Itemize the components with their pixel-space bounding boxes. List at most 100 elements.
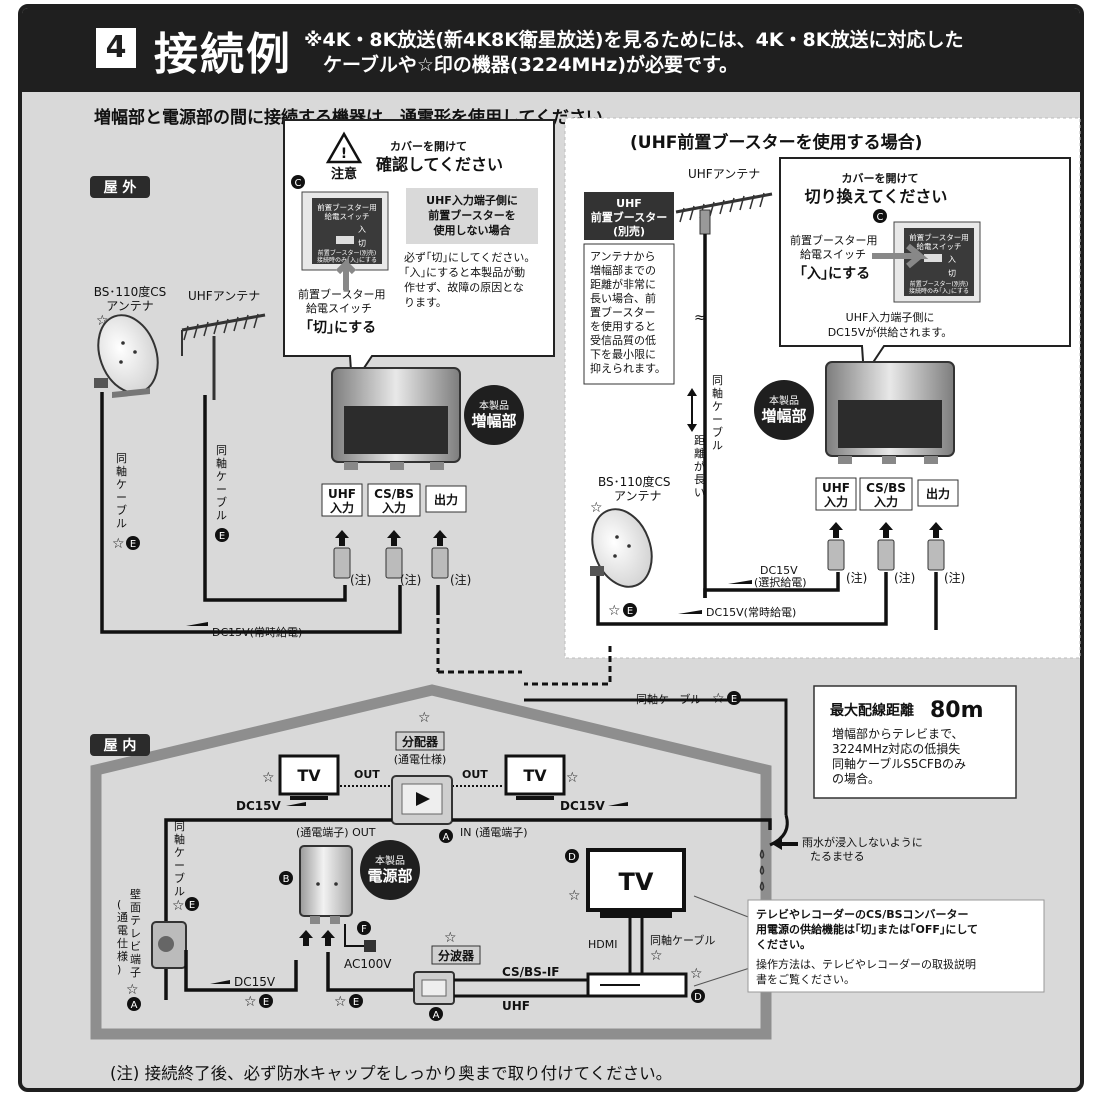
svg-text:テレビやレコーダーのCS/BSコンバーター: テレビやレコーダーのCS/BSコンバーター (756, 907, 969, 921)
circle-c-marker: C (291, 175, 305, 189)
power-plug-icon (344, 924, 376, 952)
amplifier-unit-right (825, 361, 955, 464)
svg-text:80m: 80m (930, 698, 984, 723)
circle-d-marker: D (565, 849, 579, 863)
svg-text:カバーを開けて: カバーを開けて (390, 140, 467, 153)
svg-text:必ず｢切｣にしてください。: 必ず｢切｣にしてください。 (404, 251, 535, 264)
out-label-right: OUT (462, 768, 488, 781)
indoor-cable-wall (164, 818, 392, 1000)
svg-text:給電スイッチ: 給電スイッチ (325, 211, 370, 221)
svg-text:電源部: 電源部 (367, 867, 412, 885)
note-mark: (注) (350, 572, 371, 587)
header-note-line2: ケーブルや☆印の機器(3224MHz)が必要です。 (323, 54, 739, 76)
svg-text:E: E (189, 900, 195, 911)
svg-text:｢切｣にする: ｢切｣にする (306, 319, 376, 336)
circle-e-marker: E (349, 994, 363, 1008)
f-connectors (333, 547, 449, 579)
svg-text:本製品: 本製品 (375, 854, 405, 867)
svg-text:切り換えてください: 切り換えてください (805, 187, 948, 206)
svg-text:☆: ☆ (244, 994, 257, 1010)
wall-outlet-label: 壁面テレビ端子 (130, 887, 141, 979)
booster-panel-cables (596, 572, 938, 630)
svg-text:☆: ☆ (112, 536, 125, 552)
bs-antenna-label-line1: BS･110度CS (94, 284, 167, 299)
svg-text:分配器: 分配器 (402, 734, 439, 749)
port-csbs-input: CS/BS 入力 (367, 483, 421, 517)
distance-arrow (687, 388, 697, 432)
svg-text:出力: 出力 (434, 492, 458, 507)
svg-text:本製品: 本製品 (479, 399, 509, 412)
svg-text:(注): (注) (846, 570, 867, 585)
svg-text:☆: ☆ (126, 982, 139, 998)
svg-text:前置ブースター: 前置ブースター (591, 210, 667, 224)
section-number: 4 (96, 28, 136, 68)
svg-text:UHF: UHF (822, 481, 850, 495)
svg-text:CS/BS: CS/BS (374, 487, 414, 501)
svg-text:(別売): (別売) (613, 224, 645, 238)
svg-text:☆: ☆ (608, 603, 621, 619)
rain-drops-icon (759, 849, 765, 891)
power-unit (299, 845, 353, 924)
svg-text:の場合。: の場合。 (832, 771, 880, 786)
dc15v-label-left: DC15V (236, 799, 281, 813)
demux-label: 分波器 (431, 945, 481, 965)
svg-text:前置ブースターを: 前置ブースターを (428, 208, 515, 222)
splitter-label: 分配器 (395, 731, 445, 751)
svg-text:E: E (263, 997, 269, 1008)
warning-icon (325, 131, 363, 164)
svg-text:E: E (731, 694, 737, 705)
roof-cable-label: 同軸ケーブル (636, 692, 701, 706)
booster-unit: UHF 前置ブースター (別売) アンテナから 増幅部までの 距離が非常に 長い… (583, 192, 675, 385)
outdoor-label: 屋 外 (90, 176, 150, 198)
dc15v-label-bottom: DC15V (234, 975, 276, 989)
svg-text:E: E (219, 531, 225, 542)
circle-e-marker: E (623, 603, 637, 617)
svg-text:TV: TV (619, 868, 654, 896)
recorder-icon (586, 972, 688, 998)
demux-device (413, 971, 455, 1005)
hdmi-label: HDMI (588, 938, 617, 951)
product-badge-amplifier: 本製品 増幅部 (464, 385, 524, 445)
amplifier-unit (331, 367, 461, 470)
svg-text:DC15Vが供給されます。: DC15Vが供給されます。 (828, 325, 953, 339)
out-label-left: OUT (354, 768, 380, 781)
circle-e-marker: E (727, 691, 741, 705)
splitter-device (391, 775, 453, 825)
callout-check-cover: ! 注意 カバーを開けて 確認してください C 前置ブースター用 給電スイッチ … (283, 119, 555, 390)
svg-text:☆: ☆ (712, 691, 725, 707)
svg-text:同軸ケーブルS5CFBのみ: 同軸ケーブルS5CFBのみ (832, 756, 966, 771)
port-csbs-input-right: CS/BS 入力 (859, 477, 913, 511)
note-mark: (注) (400, 572, 421, 587)
svg-text:(注): (注) (894, 570, 915, 585)
svg-text:☆: ☆ (418, 710, 431, 726)
svg-text:入力: 入力 (330, 500, 354, 515)
svg-text:☆: ☆ (172, 898, 185, 914)
cable-label-left2: 同軸ケーブル (216, 444, 227, 522)
csbs-if-label: CS/BS-IF (502, 965, 560, 979)
svg-text:入: 入 (358, 225, 366, 234)
uhf-antenna-icon-right (675, 192, 773, 598)
dc15v-label-right: DC15V (560, 799, 605, 813)
circle-e-marker: E (259, 994, 273, 1008)
max-distance-box: 最大配線距離 80m 増幅部からテレビまで、 3224MHz対応の低損失 同軸ケ… (813, 685, 1017, 799)
indoor-cable-in (452, 818, 772, 830)
port-uhf-input-right: UHF 入力 (815, 477, 857, 511)
svg-text:操作方法は、テレビやレコーダーの取扱説明: 操作方法は、テレビやレコーダーの取扱説明 (756, 957, 976, 971)
svg-text:CS/BS: CS/BS (866, 481, 906, 495)
port-uhf-input: UHF 入力 (321, 483, 363, 517)
switch-panel (312, 198, 382, 264)
svg-text:UHF: UHF (616, 197, 642, 210)
svg-text:E: E (353, 997, 359, 1008)
wall-outlet-sub: (通電仕様) (117, 898, 128, 976)
bs-dish-icon (94, 314, 159, 398)
uhf-antenna-label: UHFアンテナ (188, 289, 260, 303)
uhf-label: UHF (502, 999, 530, 1013)
svg-text:入力: 入力 (874, 494, 898, 509)
svg-text:E: E (130, 539, 136, 550)
arrow-icon (772, 838, 798, 850)
svg-text:使用しない場合: 使用しない場合 (433, 223, 512, 237)
bs-antenna-label-right2: アンテナ (614, 489, 662, 503)
header-note-line1: ※4K・8K放送(新4K8K衛星放送)を見るためには、4K・8K放送に対応した (304, 29, 964, 51)
circle-e-marker: E (126, 536, 140, 550)
svg-text:!: ! (341, 146, 347, 162)
